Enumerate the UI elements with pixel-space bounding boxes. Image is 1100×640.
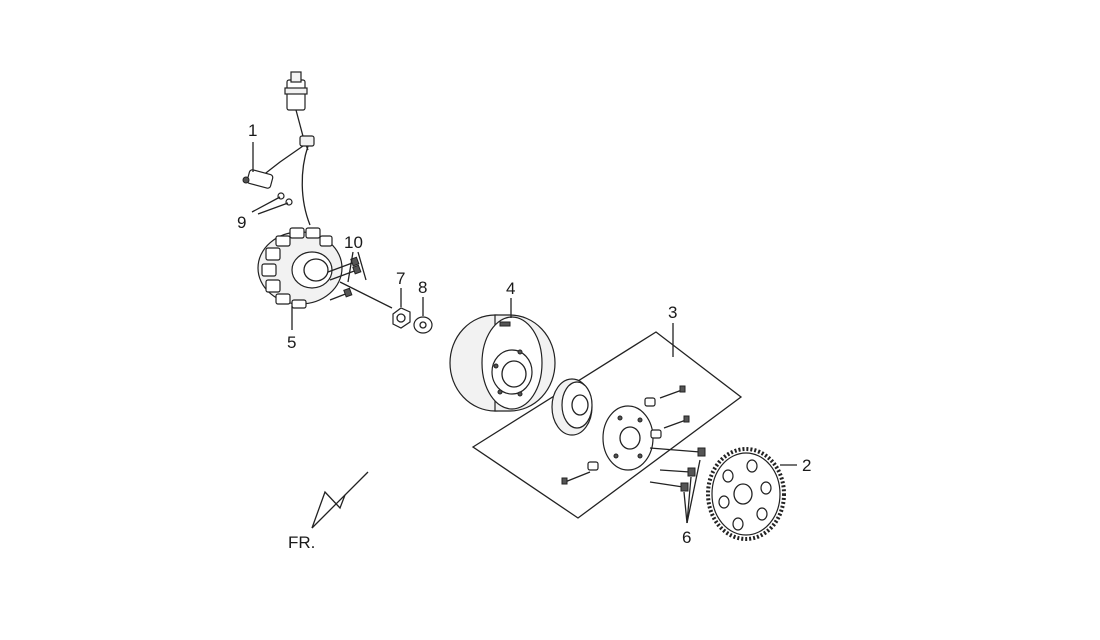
callout-5: 5 [287, 333, 296, 352]
callout-7: 7 [396, 269, 405, 288]
callout-1: 1 [248, 121, 257, 140]
stator-bolts [327, 256, 362, 301]
pickup-sensor [242, 169, 274, 189]
clutch-bolts [649, 447, 706, 492]
starter-driven-gear [706, 447, 786, 541]
flywheel-rotor [449, 314, 556, 412]
callout-2: 2 [802, 456, 811, 475]
callout-8: 8 [418, 278, 427, 297]
starter-clutch-assembly [471, 331, 743, 519]
callout-10: 10 [344, 233, 363, 252]
leader-lines [251, 142, 797, 524]
callout-9: 9 [237, 213, 246, 232]
flywheel-nut [392, 307, 411, 329]
front-direction-arrow [311, 471, 369, 529]
callout-3: 3 [668, 303, 677, 322]
wire-harness [249, 71, 315, 226]
flywheel-washer [413, 316, 433, 334]
callout-6: 6 [682, 528, 691, 547]
sensor-screws [277, 192, 293, 206]
stator [257, 227, 343, 309]
callout-4: 4 [506, 279, 515, 298]
front-label: FR. [288, 533, 315, 552]
